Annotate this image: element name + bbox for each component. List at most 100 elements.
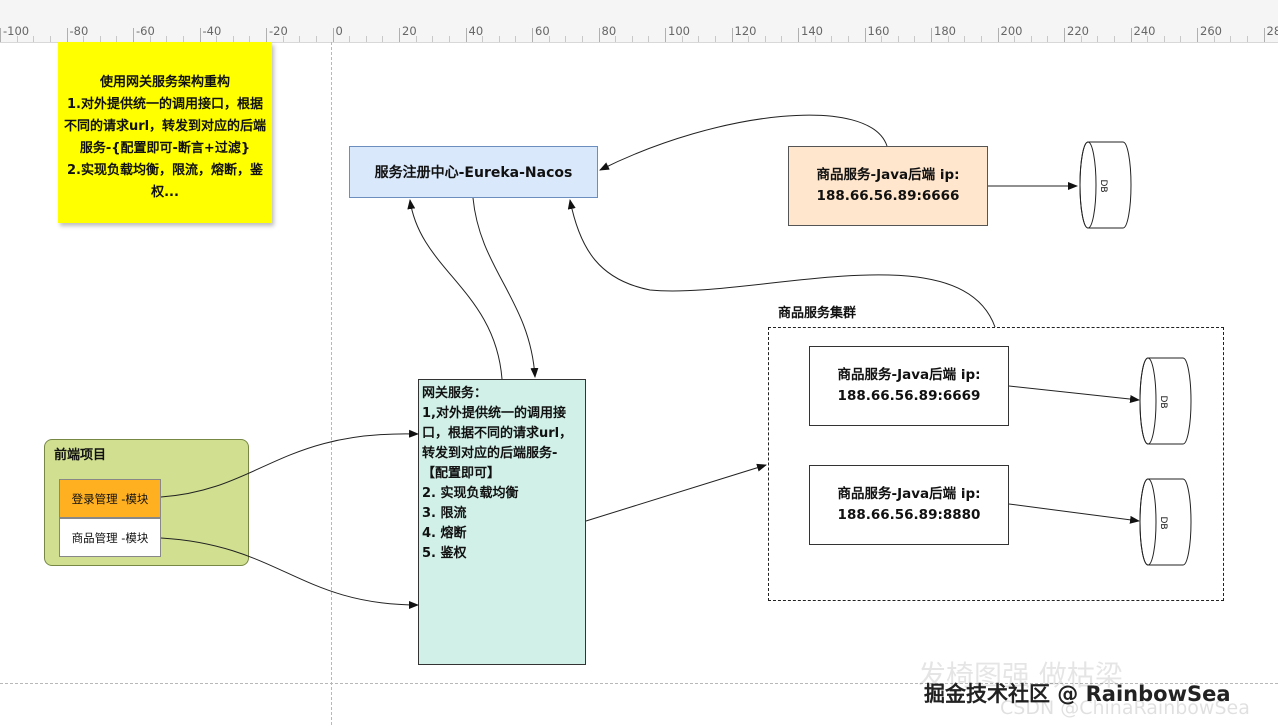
ruler-minor-tick (232, 36, 234, 42)
ruler-minor-tick (99, 36, 101, 42)
service-registry[interactable]: 服务注册中心-Eureka-Nacos (349, 146, 598, 198)
ruler-label: 100 (668, 24, 690, 38)
ruler-minor-tick (349, 36, 351, 42)
ruler-minor-tick (515, 36, 517, 42)
product-service-6669[interactable]: 商品服务-Java后端 ip: 188.66.56.89:6669 (809, 346, 1009, 426)
ruler-label: 220 (1067, 24, 1089, 38)
ruler-minor-tick (781, 36, 783, 42)
ruler-minor-tick (1180, 36, 1182, 42)
goods-module[interactable]: 商品管理 -模块 (59, 518, 161, 557)
ruler-minor-tick (764, 36, 766, 42)
ruler-minor-tick (1047, 36, 1049, 42)
product-service-6666[interactable]: 商品服务-Java后端 ip: 188.66.56.89:6666 (788, 146, 988, 226)
ruler-minor-tick (182, 36, 184, 42)
ruler-tick (66, 28, 68, 42)
vertical-guide (331, 42, 332, 725)
ruler-minor-tick (1213, 36, 1215, 42)
login-module[interactable]: 登录管理 -模块 (59, 479, 161, 518)
ruler-minor-tick (1246, 36, 1248, 42)
ruler-minor-tick (498, 36, 500, 42)
ruler-tick (332, 28, 334, 42)
ruler-minor-tick (914, 36, 916, 42)
ruler-minor-tick (49, 36, 51, 42)
ruler-minor-tick (482, 36, 484, 42)
service-registry-label: 服务注册中心-Eureka-Nacos (374, 165, 573, 181)
watermark-csdn: CSDN @ChinaRainbowSea (1000, 697, 1250, 719)
ruler-tick (199, 28, 201, 42)
ruler-tick (931, 28, 932, 42)
ruler-minor-tick (1014, 36, 1016, 42)
ruler-minor-tick (282, 36, 284, 42)
ruler-tick (598, 28, 600, 42)
ruler-label: 280 (1266, 24, 1278, 38)
ruler-tick (864, 28, 866, 42)
ruler-tick (133, 28, 134, 42)
ruler-minor-tick (897, 36, 899, 42)
ruler-minor-tick (448, 36, 450, 42)
ruler-tick (0, 28, 1, 42)
ruler-minor-tick (16, 36, 18, 42)
ruler-tick (1263, 28, 1265, 42)
ruler-minor-tick (980, 36, 982, 42)
ruler-tick (399, 28, 400, 42)
ruler-minor-tick (881, 36, 883, 42)
edge-gateway-to-registry (407, 199, 503, 380)
edge-registry-to-gateway (472, 197, 539, 378)
ruler-minor-tick (1080, 36, 1082, 42)
ruler-minor-tick (947, 36, 949, 42)
ruler-minor-tick (315, 36, 317, 42)
ruler-minor-tick (166, 36, 168, 42)
ruler-tick (266, 28, 267, 42)
ruler-label: 160 (867, 24, 890, 38)
service-address: 188.66.56.89:8880 (837, 507, 981, 523)
ruler-label: -20 (269, 24, 288, 38)
ruler-minor-tick (565, 36, 567, 42)
ruler-minor-tick (249, 36, 251, 42)
ruler-tick (465, 28, 467, 42)
ruler-minor-tick (1147, 36, 1149, 42)
ruler-tick (1197, 28, 1198, 42)
sticky-note[interactable]: 使用网关服务架构重构 1.对外提供统一的调用接口，根据不同的请求url，转发到对… (58, 42, 272, 223)
service-title: 商品服务-Java后端 ip: (816, 167, 960, 183)
ruler-tick (731, 28, 733, 42)
gateway-service[interactable]: 网关服务： 1,对外提供统一的调用接口，根据不同的请求url，转发到对应的后端服… (418, 379, 586, 665)
ruler-minor-tick (415, 36, 417, 42)
ruler-label: -100 (3, 24, 30, 38)
watermark-faint: 发椅图强 做枯梁 (918, 659, 1123, 692)
ruler-minor-tick (33, 36, 35, 42)
goods-module-label: 商品管理 -模块 (71, 530, 149, 545)
db-label: DB (1098, 179, 1108, 192)
ruler-minor-tick (964, 36, 966, 42)
service-title: 商品服务-Java后端 ip: (837, 367, 981, 383)
service-cluster-container[interactable] (768, 327, 1224, 601)
service-address: 188.66.56.89:6669 (837, 388, 981, 404)
ruler-tick (532, 28, 533, 42)
ruler-minor-tick (83, 36, 85, 42)
ruler-minor-tick (548, 36, 550, 42)
ruler-minor-tick (748, 36, 750, 42)
ruler-tick (1130, 28, 1132, 42)
ruler-tick (1064, 28, 1065, 42)
ruler-label: 200 (1000, 24, 1023, 38)
ruler-minor-tick (1163, 36, 1165, 42)
ruler-minor-tick (382, 36, 384, 42)
service-title: 商品服务-Java后端 ip: (837, 486, 981, 502)
db-cylinder-1[interactable]: DB (1079, 141, 1132, 229)
ruler-minor-tick (831, 36, 833, 42)
watermark-juejin: 掘金技术社区 @ RainbowSea (924, 682, 1231, 706)
ruler-minor-tick (116, 36, 118, 42)
ruler-minor-tick (581, 36, 583, 42)
ruler-minor-tick (299, 36, 301, 42)
ruler-minor-tick (648, 36, 650, 42)
product-service-8880[interactable]: 商品服务-Java后端 ip: 188.66.56.89:8880 (809, 465, 1009, 545)
ruler-minor-tick (1097, 36, 1099, 42)
ruler-minor-tick (847, 36, 849, 42)
ruler-minor-tick (615, 36, 617, 42)
ruler-minor-tick (216, 36, 218, 42)
ruler-minor-tick (814, 36, 816, 42)
ruler-minor-tick (631, 36, 633, 42)
ruler-label: -40 (202, 24, 222, 38)
ruler-label: 120 (734, 24, 757, 38)
ruler-minor-tick (698, 36, 700, 42)
ruler-tick (798, 28, 799, 42)
